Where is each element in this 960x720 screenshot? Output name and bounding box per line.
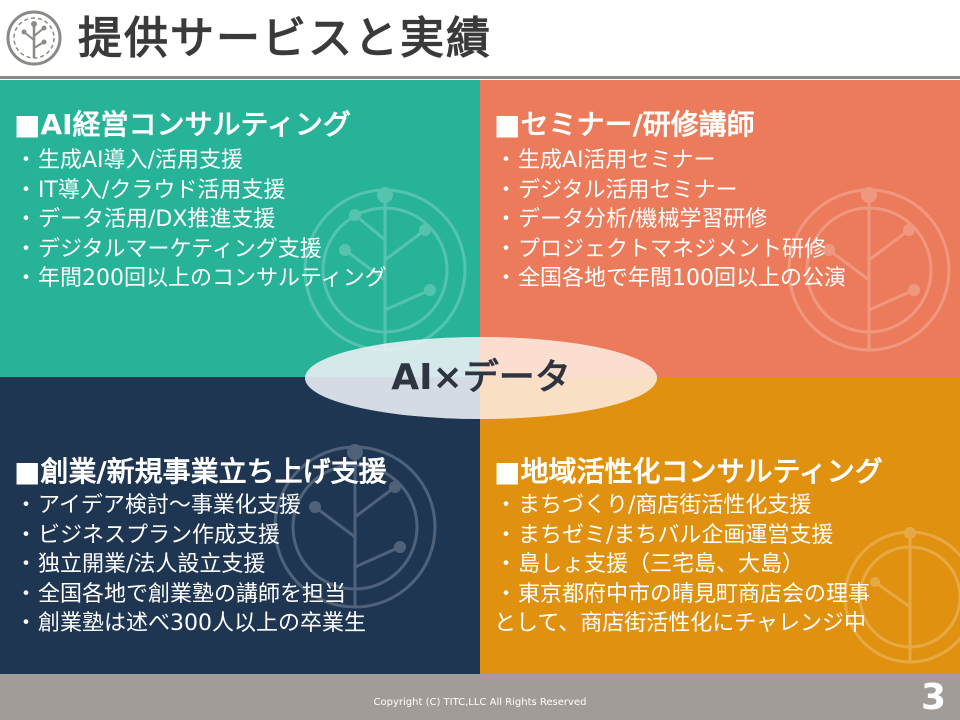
service-list: ・アイデア検討～事業化支援 ・ビジネスプラン作成支援 ・独立開業/法人設立支援 … — [14, 491, 366, 639]
circuit-tree-logo-icon — [6, 10, 62, 66]
service-list: ・生成AI導入/活用支援 ・IT導入/クラウド活用支援 ・データ活用/DX推進支… — [14, 146, 387, 294]
copyright-text: Copyright (C) TITC,LLC All Rights Reserv… — [373, 697, 587, 708]
quadrant-title: ■AI経営コンサルティング — [14, 108, 351, 141]
list-item: ・まちゼミ/まちバル企画運営支援 — [494, 522, 834, 548]
list-item: ・データ分析/機械学習研修 — [494, 207, 768, 232]
list-item: ・まちづくり/商店街活性化支援 — [494, 493, 812, 518]
center-label: AI×データ — [391, 357, 571, 398]
quadrant-ai-consulting: ■AI経営コンサルティング ・生成AI導入/活用支援 ・IT導入/クラウド活用支… — [0, 80, 480, 377]
list-item: ・デジタル活用セミナー — [494, 177, 738, 203]
list-item: ・ビジネスプラン作成支援 — [14, 522, 281, 548]
quadrant-regional-revitalization: ■地域活性化コンサルティング ・まちづくり/商店街活性化支援 ・まちゼミ/まちバ… — [480, 377, 960, 674]
header-divider — [0, 76, 960, 79]
list-item: ・データ活用/DX推進支援 — [14, 207, 276, 232]
list-item: ・生成AI導入/活用支援 — [14, 148, 243, 173]
header: 提供サービスと実績 — [0, 0, 960, 80]
quadrant-title: ■セミナー/研修講師 — [494, 108, 755, 141]
list-item: ・アイデア検討～事業化支援 — [14, 493, 301, 518]
circuit-tree-watermark-icon — [303, 187, 467, 352]
quadrant-startup-support: ■創業/新規事業立ち上げ支援 ・アイデア検討～事業化支援 ・ビジネスプラン作成支… — [0, 377, 480, 674]
list-item-continuation: として、商店街活性化にチャレンジ中 — [494, 611, 867, 636]
quadrant-seminar-training: ■セミナー/研修講師 ・生成AI活用セミナー ・デジタル活用セミナー ・データ分… — [480, 80, 960, 377]
list-item: ・東京都府中市の晴見町商店会の理事 — [494, 581, 871, 607]
list-item: ・全国各地で年間100回以上の公演 — [494, 266, 846, 291]
quadrant-title: ■地域活性化コンサルティング — [494, 455, 883, 488]
quadrant-title: ■創業/新規事業立ち上げ支援 — [14, 455, 387, 488]
list-item: ・独立開業/法人設立支援 — [14, 552, 266, 577]
list-item: ・島しょ支援（三宅島、大島） — [494, 552, 805, 577]
circuit-tree-watermark-icon — [273, 444, 437, 609]
page-number: 3 — [920, 677, 946, 718]
circuit-tree-watermark-icon — [787, 187, 951, 352]
list-item: ・年間200回以上のコンサルティング — [14, 266, 387, 291]
list-item: ・プロジェクトマネジメント研修 — [494, 236, 827, 262]
list-item: ・全国各地で創業塾の講師を担当 — [14, 581, 347, 607]
page-title: 提供サービスと実績 — [78, 13, 492, 64]
list-item: ・IT導入/クラウド活用支援 — [14, 177, 286, 203]
list-item: ・生成AI活用セミナー — [494, 148, 716, 173]
service-list: ・まちづくり/商店街活性化支援 ・まちゼミ/まちバル企画運営支援 ・島しょ支援（… — [494, 491, 870, 639]
footer — [0, 674, 960, 720]
service-list: ・生成AI活用セミナー ・デジタル活用セミナー ・データ分析/機械学習研修 ・プ… — [494, 146, 846, 294]
circuit-tree-watermark-icon — [843, 527, 960, 664]
list-item: ・創業塾は述べ300人以上の卒業生 — [14, 611, 366, 636]
list-item: ・デジタルマーケティング支援 — [14, 236, 322, 262]
center-ellipse — [305, 337, 657, 419]
